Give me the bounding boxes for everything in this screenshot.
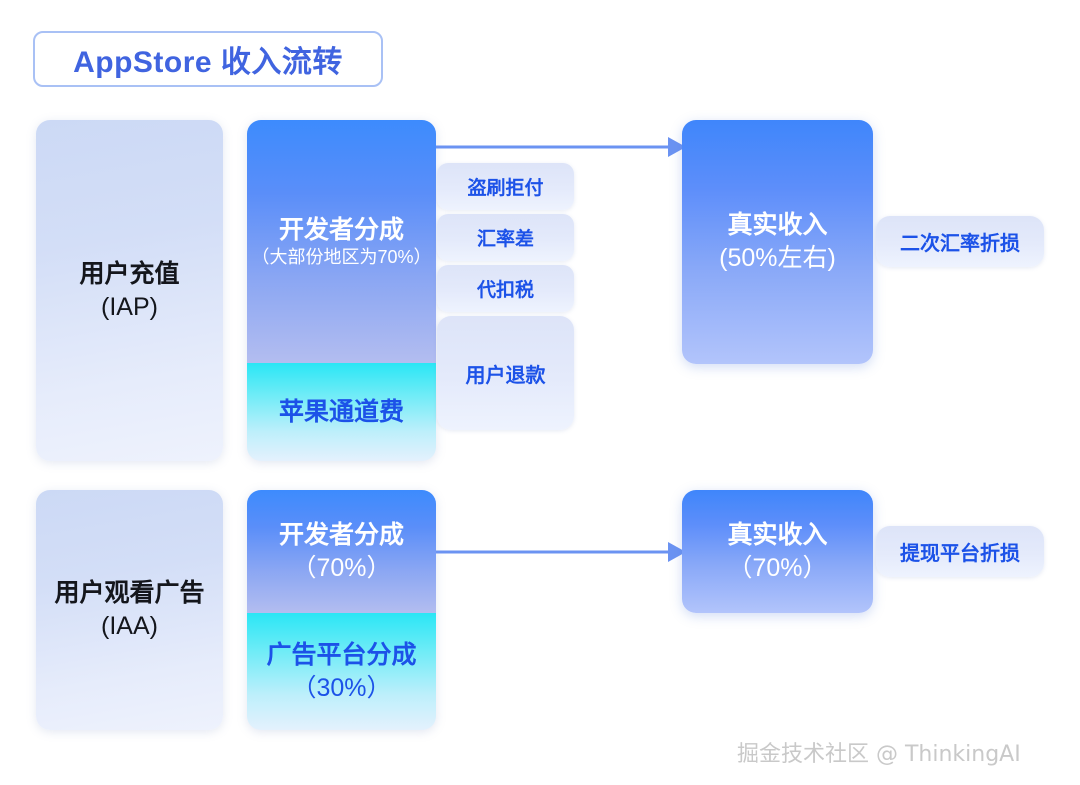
deduction-chip-fx-spread[interactable]: 汇率差 <box>437 214 574 261</box>
diagram-title-text: AppStore 收入流转 <box>73 46 343 79</box>
split-card-iap-developer-share-line1: 开发者分成 <box>278 215 404 244</box>
flow-arrow-iap <box>436 137 686 157</box>
split-card-iaa-developer-share-line2: （70%） <box>291 553 392 582</box>
source-card-iap: 用户充值 (IAP) <box>36 120 223 461</box>
split-card-iaa-ad-platform-share-line2: （30%） <box>291 673 392 702</box>
result-card-iaa: 真实收入 （70%） <box>682 490 873 613</box>
split-card-iaa-developer-share: 开发者分成 （70%） <box>247 490 436 613</box>
split-card-iap-developer-share: 开发者分成 （大部份地区为70%） <box>247 120 436 363</box>
loss-chip-secondary-fx[interactable]: 二次汇率折损 <box>876 216 1044 267</box>
split-card-iap-developer-share-line2: （大部份地区为70%） <box>251 247 432 268</box>
watermark: 掘金技术社区 @ ThinkingAI <box>737 742 1021 767</box>
deduction-chip-withholding-tax[interactable]: 代扣税 <box>437 265 574 312</box>
result-card-iap-line2: (50%左右) <box>719 244 836 272</box>
loss-chip-withdraw-platform[interactable]: 提现平台折损 <box>876 526 1044 577</box>
flow-arrow-iaa <box>436 542 686 562</box>
split-card-iap: 开发者分成 （大部份地区为70%） 苹果通道费 <box>247 120 436 461</box>
result-card-iap-line1: 真实收入 <box>727 211 828 239</box>
split-card-iap-apple-fee: 苹果通道费 <box>247 363 436 461</box>
source-card-iaa-line1: 用户观看广告 <box>54 579 205 607</box>
result-card-iaa-line2: （70%） <box>727 553 828 582</box>
source-card-iaa: 用户观看广告 (IAA) <box>36 490 223 730</box>
split-card-iaa: 开发者分成 （70%） 广告平台分成 （30%） <box>247 490 436 730</box>
split-card-iaa-developer-share-line1: 开发者分成 <box>278 521 404 549</box>
deduction-chip-user-refund[interactable]: 用户退款 <box>437 316 574 430</box>
source-card-iap-line2: (IAP) <box>101 292 158 321</box>
source-card-iaa-line2: (IAA) <box>101 612 158 640</box>
diagram-title: AppStore 收入流转 <box>33 31 383 87</box>
result-card-iaa-line1: 真实收入 <box>727 520 828 549</box>
split-card-iaa-ad-platform-share: 广告平台分成 （30%） <box>247 613 436 730</box>
split-card-iap-apple-fee-line1: 苹果通道费 <box>278 397 404 426</box>
result-card-iap: 真实收入 (50%左右) <box>682 120 873 364</box>
source-card-iap-line1: 用户充值 <box>79 259 180 288</box>
split-card-iaa-ad-platform-share-line1: 广告平台分成 <box>266 641 417 669</box>
deduction-chip-chargeback[interactable]: 盗刷拒付 <box>437 163 574 210</box>
